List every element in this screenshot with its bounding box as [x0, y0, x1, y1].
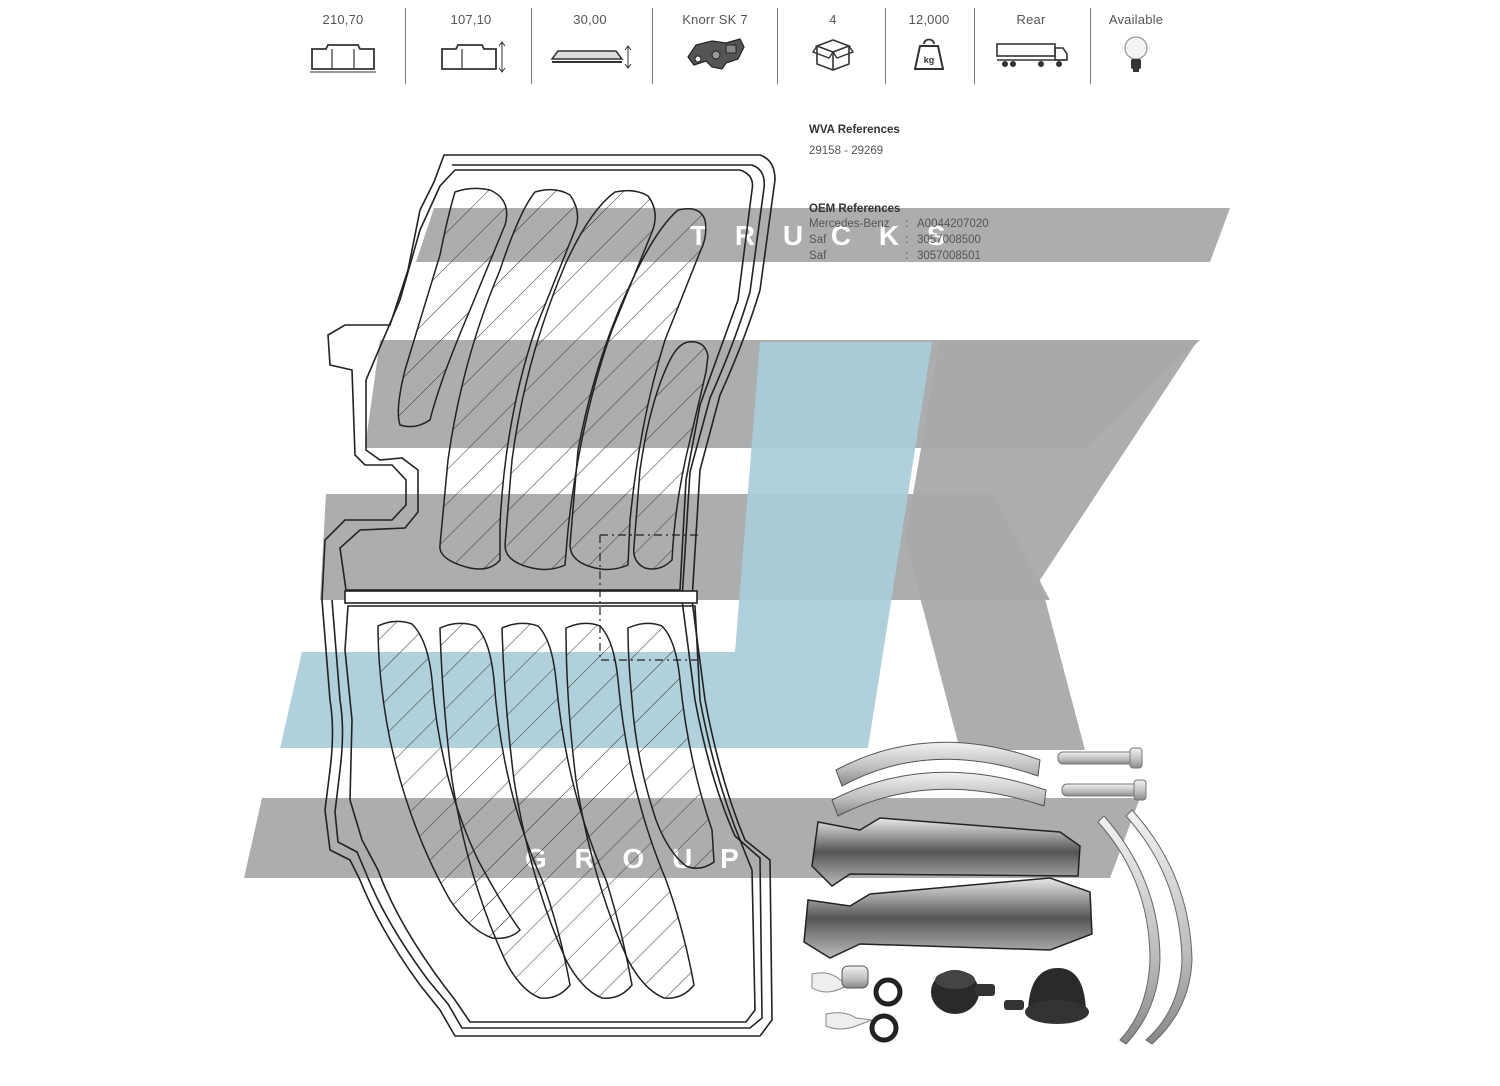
split-pin [825, 1012, 873, 1030]
guide-pin [1057, 747, 1143, 769]
spec-divider [885, 8, 886, 84]
rubber-cap [931, 970, 995, 1014]
spec-height: 107,10 [430, 8, 512, 88]
guide-pin [1061, 779, 1147, 801]
oem-references-title: OEM References [809, 203, 901, 215]
spec-axle-value: Rear [1016, 12, 1046, 27]
oem-maker: Mercedes-Benz [809, 218, 890, 230]
bushing [841, 965, 869, 989]
oem-maker: Saf [809, 234, 827, 246]
retaining-clip [1125, 809, 1193, 1045]
spec-divider [974, 8, 975, 84]
retainer-plate [811, 817, 1081, 887]
retainer-plate [803, 877, 1093, 959]
oem-separator: : [905, 250, 909, 262]
weight-kg-icon: kg [913, 38, 945, 70]
sealing-ring [873, 977, 903, 1007]
spec-caliper: Knorr SK 7 [670, 8, 760, 88]
watermark-trucks-word: T R U C K S [690, 220, 956, 251]
spec-wear-indicator: Available [1098, 8, 1174, 88]
oem-number: 3057008500 [917, 234, 981, 246]
sealing-ring [869, 1013, 899, 1043]
spec-height-value: 107,10 [450, 12, 492, 27]
spec-divider [1090, 8, 1091, 84]
pad-height-icon [441, 41, 506, 73]
pad-spring [831, 771, 1047, 817]
references-panel: WVA References 29158 - 29269 OEM Referen… [809, 124, 989, 266]
pad-width-icon [310, 44, 376, 73]
oem-maker: Saf [809, 250, 827, 262]
oem-separator: : [905, 234, 909, 246]
wva-references-title: WVA References [809, 124, 900, 136]
oem-number: 3057008501 [917, 250, 981, 262]
spec-pieces-value: 4 [829, 12, 837, 27]
spec-divider [405, 8, 406, 84]
caliper-icon [687, 38, 745, 70]
spec-thickness: 30,00 [548, 8, 632, 88]
spec-wear-indicator-value: Available [1108, 12, 1164, 27]
wear-indicator-bulb-icon [1124, 36, 1148, 72]
oem-reference-row: Saf : 3057008501 [809, 250, 981, 266]
spec-weight-value: 12,000 [908, 12, 950, 27]
retaining-clip [1097, 815, 1161, 1045]
oem-references-list: Mercedes-Benz : A0044207020 Saf : 305700… [809, 218, 989, 266]
spec-weight: 12,000 kg [893, 8, 965, 88]
rubber-cap [1004, 968, 1089, 1024]
oem-number: A0044207020 [917, 218, 989, 230]
weight-unit-label: kg [924, 55, 935, 65]
spec-divider [531, 8, 532, 84]
pad-spring [835, 741, 1041, 787]
oem-separator: : [905, 218, 909, 230]
pad-thickness-icon [550, 45, 632, 69]
oem-reference-row: Mercedes-Benz : A0044207020 [809, 218, 989, 234]
oem-reference-row: Saf : 3057008500 [809, 234, 981, 250]
spec-thickness-value: 30,00 [573, 12, 607, 27]
spec-width-value: 210,70 [322, 12, 364, 27]
spec-axle: Rear [990, 8, 1072, 88]
package-box-icon [811, 39, 855, 71]
spec-divider [652, 8, 653, 84]
spec-bar: 210,70 107,10 30,00 Knorr SK 7 [0, 0, 1500, 95]
spec-width: 210,70 [302, 8, 384, 88]
spec-divider [777, 8, 778, 84]
spec-pieces: 4 [795, 8, 871, 88]
truck-axle-icon [996, 43, 1068, 67]
wva-references-value: 29158 - 29269 [809, 145, 884, 157]
spec-caliper-value: Knorr SK 7 [682, 12, 748, 27]
